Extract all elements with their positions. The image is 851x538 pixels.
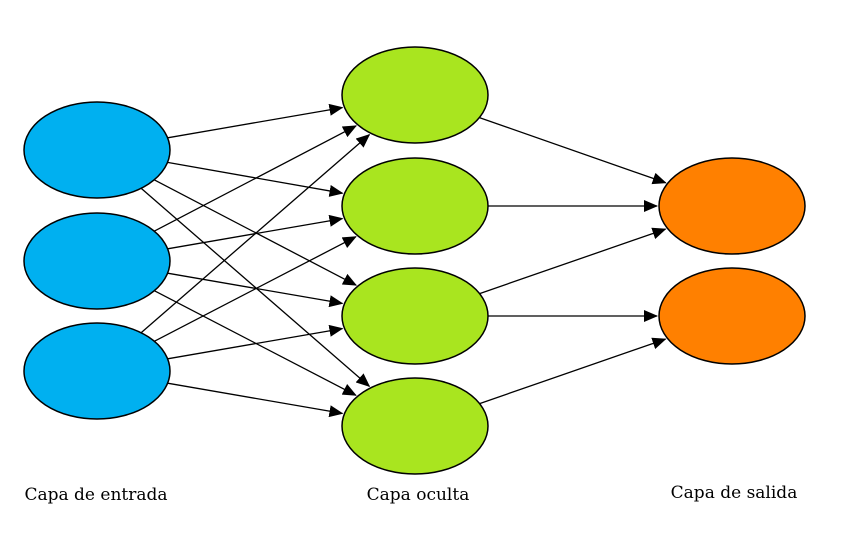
nodes bbox=[23, 46, 806, 475]
arrow-input-3-to-hidden-3 bbox=[167, 324, 344, 360]
output-layer-label: Capa de salida bbox=[670, 483, 798, 503]
arrow-hidden-3-to-output-1 bbox=[479, 227, 667, 295]
hidden-node-3 bbox=[341, 267, 489, 365]
hidden-node-1 bbox=[341, 46, 489, 144]
output-node-2 bbox=[658, 267, 806, 365]
arrow-input-1-to-hidden-1 bbox=[167, 103, 344, 139]
output-node-1 bbox=[658, 157, 806, 255]
input-layer-label: Capa de entrada bbox=[24, 485, 168, 505]
arrow-input-2-to-hidden-1 bbox=[153, 125, 357, 232]
arrow-input-3-to-hidden-4 bbox=[167, 382, 344, 418]
input-node-2 bbox=[23, 212, 171, 310]
arrow-input-1-to-hidden-3 bbox=[153, 179, 357, 286]
arrow-input-1-to-hidden-4 bbox=[140, 187, 371, 388]
arrow-input-2-to-hidden-4 bbox=[154, 290, 357, 396]
arrow-input-3-to-hidden-1 bbox=[140, 133, 371, 334]
arrow-hidden-4-to-output-2 bbox=[479, 337, 667, 405]
arrow-input-1-to-hidden-2 bbox=[167, 161, 344, 197]
hidden-node-2 bbox=[341, 157, 489, 255]
hidden-layer-label: Capa oculta bbox=[366, 485, 470, 505]
arrow-input-2-to-hidden-3 bbox=[167, 272, 344, 308]
input-node-3 bbox=[23, 322, 171, 420]
arrow-input-3-to-hidden-2 bbox=[154, 236, 357, 342]
hidden-node-4 bbox=[341, 377, 489, 475]
arrow-hidden-1-to-output-1 bbox=[479, 116, 667, 185]
connections bbox=[140, 103, 667, 418]
input-node-1 bbox=[23, 101, 171, 199]
